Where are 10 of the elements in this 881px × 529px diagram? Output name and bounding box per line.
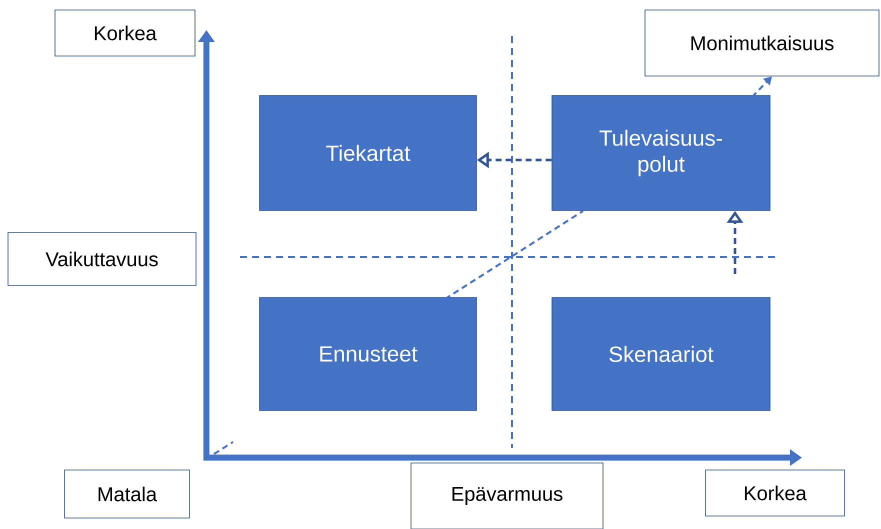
axis-label-box: Korkea: [705, 470, 845, 516]
quadrant-box: Tulevaisuus- polut: [552, 95, 770, 211]
axis-label-box: Korkea: [54, 10, 196, 56]
axis-label-box: Matala: [64, 470, 190, 518]
quadrant-box: Skenaariot: [552, 297, 770, 411]
quadrant-box: Ennusteet: [259, 297, 477, 411]
axis-label-box: Monimutkaisuus: [644, 10, 880, 76]
axis-label-box: Vaikuttavuus: [8, 232, 196, 286]
quadrant-box: Tiekartat: [259, 95, 477, 211]
axis-label-box: Epävarmuus: [410, 462, 604, 529]
